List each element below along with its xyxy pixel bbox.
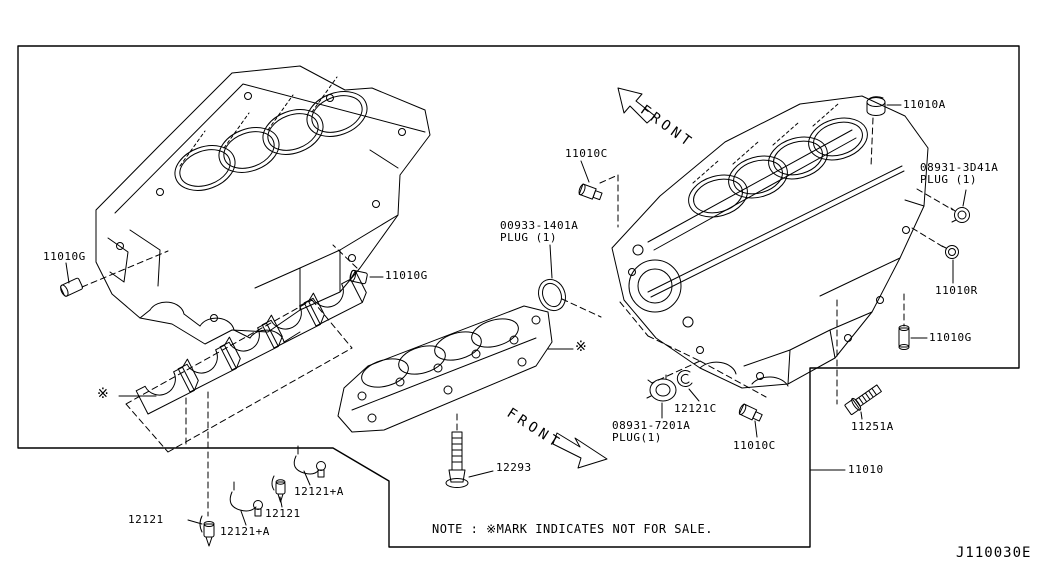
leader-lines-dashed <box>81 117 954 431</box>
part-dowel-11010G-left <box>60 277 84 297</box>
label-00933-1401A-qty: PLUG (1) <box>500 231 557 244</box>
label-00933-1401A: 00933-1401A <box>500 219 579 232</box>
cylinder-block-right <box>611 95 929 389</box>
not-for-sale-mark-beam: ※ <box>575 339 587 355</box>
label-08931-3D41A: 08931-3D41A <box>920 161 999 174</box>
part-plug-11010C-right <box>738 403 763 422</box>
not-for-sale-mark-caps: ※ <box>97 386 109 402</box>
part-bushing-12121-2 <box>271 475 286 503</box>
figure-border <box>17 45 1020 548</box>
part-plug-08931-7201A <box>646 374 677 402</box>
not-for-sale-note: NOTE : ※MARK INDICATES NOT FOR SALE. <box>432 522 713 536</box>
main-bearing-caps <box>125 270 367 517</box>
label-12121C: 12121C <box>674 402 717 415</box>
part-plug-11010C-left <box>578 183 603 201</box>
label-11010A: 11010A <box>903 98 946 111</box>
part-dowel-11010G-mid <box>349 269 368 285</box>
label-12121A-2: 12121+A <box>294 485 344 498</box>
label-11251A: 11251A <box>851 420 894 433</box>
part-seal-00933-1401A <box>538 278 566 312</box>
part-plug-08931-3D41A <box>950 207 970 223</box>
label-08931-3D41A-qty: PLUG (1) <box>920 173 977 186</box>
label-11010: 11010 <box>848 463 884 476</box>
part-plug-11010R <box>941 245 959 259</box>
label-12293: 12293 <box>496 461 532 474</box>
front-arrow-top <box>617 87 656 124</box>
part-clamp-12121A-1 <box>229 481 263 517</box>
label-08931-7201A-qty: PLUG(1) <box>612 431 662 444</box>
part-bolt-12293 <box>445 431 469 488</box>
cylinder-block-left <box>95 65 431 345</box>
part-cap-11010A <box>866 96 886 116</box>
figure-code: J110030E <box>956 545 1032 561</box>
part-clamp-12121A-2 <box>293 445 326 478</box>
label-11010R: 11010R <box>935 284 978 297</box>
label-11010C-top: 11010C <box>565 147 608 160</box>
label-12121-2: 12121 <box>265 507 301 520</box>
label-12121-1: 12121 <box>128 513 164 526</box>
label-11010G-right: 11010G <box>929 331 972 344</box>
label-11010G-mid: 11010G <box>385 269 428 282</box>
leader-lines-solid <box>65 104 967 526</box>
bearing-beam <box>337 301 701 433</box>
label-08931-7201A: 08931-7201A <box>612 419 691 432</box>
part-dowel-11010G-right <box>898 325 910 350</box>
label-12121A-1: 12121+A <box>220 525 270 538</box>
part-ring-12121C <box>676 370 693 387</box>
part-bolt-11251A <box>844 384 882 416</box>
label-11010G-left: 11010G <box>43 250 86 263</box>
part-bushing-12121-1 <box>199 515 215 547</box>
front-arrow-bottom <box>552 432 608 469</box>
label-11010C-bottom: 11010C <box>733 439 776 452</box>
